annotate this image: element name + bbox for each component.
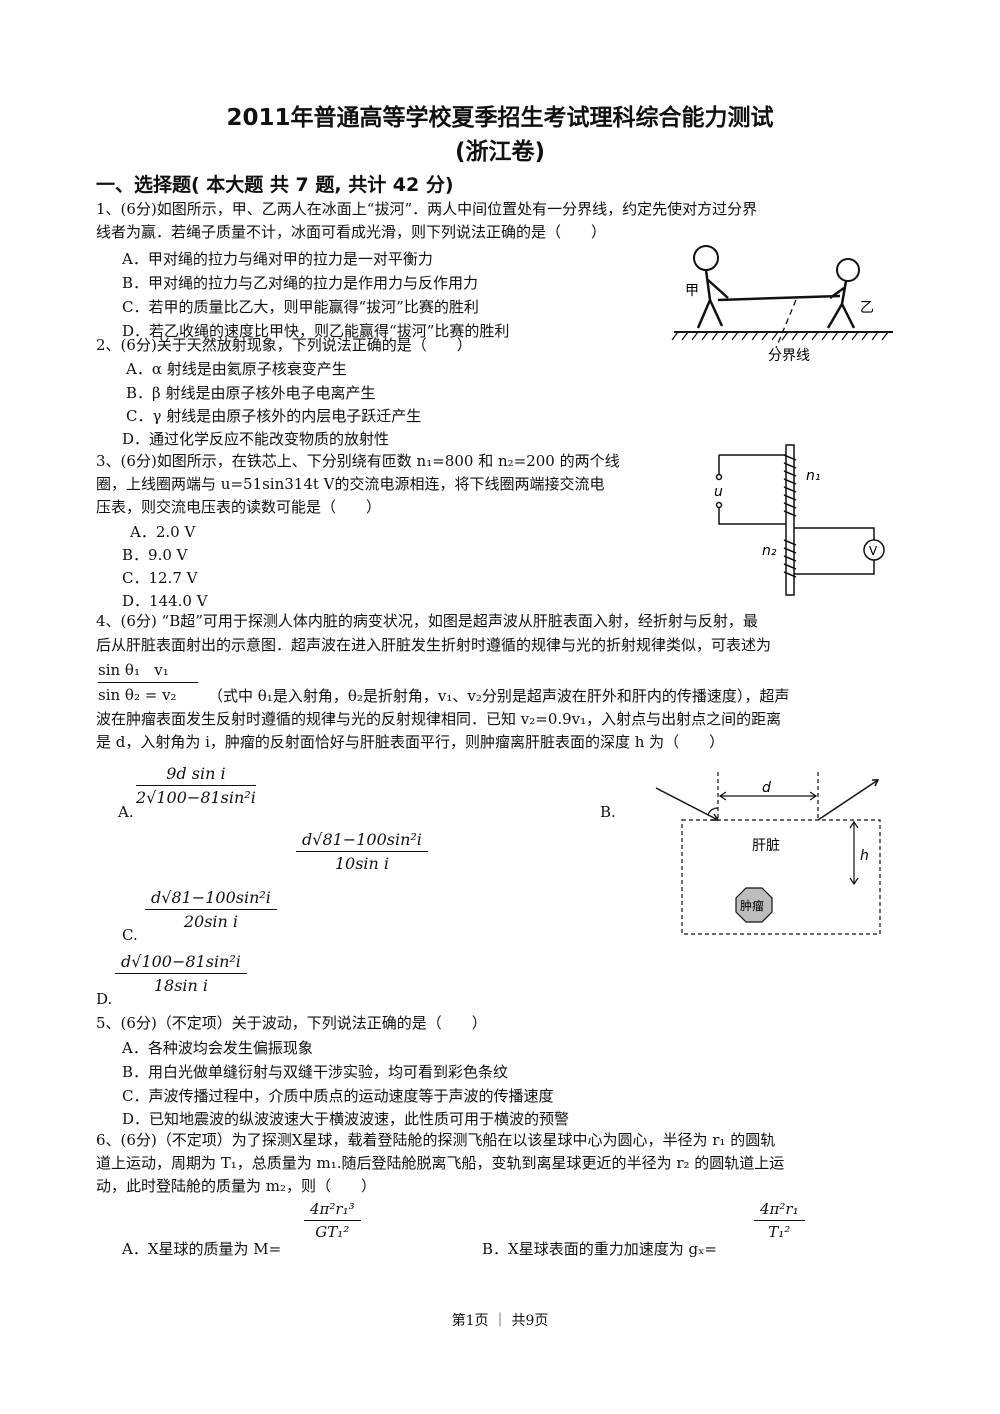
q3-option-d: D．144.0 V <box>122 592 208 610</box>
q1-stem-line1: 1、(6分)如图所示，甲、乙两人在冰面上“拔河”．两人中间位置处有一分界线，约定… <box>96 200 758 218</box>
snell-formula: sin θ₁ v₁ sin θ₂ = v₂ <box>98 658 198 707</box>
section-heading: 一、选择题( 本大题 共 7 题, 共计 42 分) <box>96 174 454 196</box>
label-n1: n₁ <box>806 468 821 484</box>
q6-b-denominator: T₁² <box>768 1223 791 1241</box>
q6-a-numerator: 4π²r₁³ <box>304 1200 361 1221</box>
q3-stem-line1: 3、(6分)如图所示，在铁芯上、下分别绕有匝数 n₁=800 和 n₂=200 … <box>96 452 620 470</box>
q5-option-d: D．已知地震波的纵波波速大于横波波速，此性质可用于横波的预警 <box>122 1110 570 1128</box>
page-subtitle: (浙江卷) <box>454 139 546 165</box>
label-h: h <box>860 848 869 864</box>
q4-stem-line2: 后从肝脏表面射出的示意图．超声波在进入肝脏发生折射时遵循的规律与光的折射规律类似… <box>96 636 772 654</box>
snell-numerator: sin θ₁ v₁ <box>98 658 198 683</box>
snell-denominator: sin θ₂ = v₂ <box>98 686 177 704</box>
q4-option-c-label: C. <box>122 926 138 944</box>
q6-option-b-text: B．X星球表面的重力加速度为 gₓ= <box>482 1240 717 1258</box>
q2-option-d: D．通过化学反应不能改变物质的放射性 <box>122 430 390 448</box>
q6-stem-line3: 动，此时登陆舱的质量为 m₂，则（ ） <box>96 1177 377 1195</box>
option-b-denominator: 10sin i <box>334 854 390 873</box>
q2-option-c: C．γ 射线是由原子核外的内层电子跃迁产生 <box>126 407 422 425</box>
label-tumor: 肿瘤 <box>740 898 764 913</box>
label-d: d <box>762 780 771 796</box>
option-c-numerator: d√81−100sin²i <box>145 888 277 910</box>
q3-option-c: C．12.7 V <box>122 569 198 587</box>
label-dividing-line: 分界线 <box>768 348 810 364</box>
q1-option-c: C．若甲的质量比乙大，则甲能赢得“拔河”比赛的胜利 <box>122 298 479 316</box>
q4-option-a-formula: 9d sin i 2√100−81sin²i <box>136 764 256 807</box>
q4-stem-line1: 4、(6分) “B超”可用于探测人体内脏的病变状况，如图是超声波从肝脏表面入射，… <box>96 612 758 630</box>
q4-option-b-label: B. <box>600 803 616 821</box>
label-liver: 肝脏 <box>752 838 780 854</box>
transformer-circuit-figure: u n₁ n₂ V <box>714 444 885 596</box>
option-a-denominator: 2√100−81sin²i <box>136 788 256 807</box>
option-c-denominator: 20sin i <box>183 912 239 931</box>
q3-option-b: B．9.0 V <box>122 546 188 564</box>
option-a-numerator: 9d sin i <box>136 764 256 786</box>
option-b-numerator: d√81−100sin²i <box>296 830 428 852</box>
q3-stem-line3: 压表，则交流电压表的读数可能是（ ） <box>96 498 382 516</box>
q4-stem-line4: 波在肿瘤表面发生反射时遵循的规律与光的反射规律相同．已知 v₂=0.9v₁，入射… <box>96 710 782 728</box>
label-n2: n₂ <box>762 543 777 559</box>
q6-stem-line1: 6、(6分)（不定项）为了探测X星球，载着登陆舱的探测飞船在以该星球中心为圆心，… <box>96 1131 776 1149</box>
label-jia: 甲 <box>685 283 699 299</box>
q6-b-numerator: 4π²r₁ <box>754 1200 805 1221</box>
q4-stem-line5: 是 d，入射角为 i，肿瘤的反射面恰好与肝脏表面平行，则肿瘤离肝脏表面的深度 h… <box>96 733 725 751</box>
q3-option-a: A．2.0 V <box>130 523 196 541</box>
q3-stem-line2: 圈，上线圈两端与 u=51sin314t V的交流电源相连，将下线圈两端接交流电 <box>96 475 605 493</box>
q4-stem-line3: （式中 θ₁是入射角，θ₂是折射角，v₁、v₂分别是超声波在肝外和肝内的传播速度… <box>208 687 790 705</box>
q2-option-b: B．β 射线是由原子核外电子电离产生 <box>126 384 376 402</box>
q1-stem-line2: 线者为赢．若绳子质量不计，冰面可看成光滑，则下列说法正确的是（ ） <box>96 223 607 241</box>
q6-option-b-formula: 4π²r₁ T₁² <box>754 1200 805 1241</box>
page-footer: 第1页 ｜ 共9页 <box>451 1313 549 1329</box>
tug-of-war-figure: 甲 乙 分界线 <box>671 245 893 364</box>
q1-option-b: B．甲对绳的拉力与乙对绳的拉力是作用力与反作用力 <box>122 274 479 292</box>
q5-option-c: C．声波传播过程中，介质中质点的运动速度等于声波的传播速度 <box>122 1087 554 1105</box>
q6-stem-line2: 道上运动，周期为 T₁，总质量为 m₁.随后登陆舱脱离飞船，变轨到离星球更近的半… <box>96 1154 785 1172</box>
label-voltmeter: V <box>869 544 878 558</box>
ultrasound-liver-figure: d 肝脏 h 肿瘤 <box>655 772 881 935</box>
label-u: u <box>714 484 723 500</box>
q4-option-c-formula: d√81−100sin²i 20sin i <box>145 888 277 931</box>
q5-stem: 5、(6分)（不定项）关于波动，下列说法正确的是（ ） <box>96 1014 487 1032</box>
q6-option-a-text: A．X星球的质量为 M= <box>122 1240 282 1258</box>
q2-stem: 2、(6分)关于天然放射现象，下列说法正确的是（ ） <box>96 336 472 354</box>
option-d-numerator: d√100−81sin²i <box>115 952 247 974</box>
page-title: 2011年普通高等学校夏季招生考试理科综合能力测试 <box>226 105 774 131</box>
q1-option-a: A．甲对绳的拉力与绳对甲的拉力是一对平衡力 <box>122 250 433 268</box>
option-d-denominator: 18sin i <box>153 976 209 995</box>
q4-option-d-formula: d√100−81sin²i 18sin i <box>115 952 247 995</box>
q6-option-a-formula: 4π²r₁³ GT₁² <box>304 1200 361 1241</box>
q4-option-a-label: A. <box>118 803 134 821</box>
q6-a-denominator: GT₁² <box>315 1223 350 1241</box>
q2-option-a: A．α 射线是由氦原子核衰变产生 <box>126 360 347 378</box>
q5-option-b: B．用白光做单缝衍射与双缝干涉实验，均可看到彩色条纹 <box>122 1063 509 1081</box>
q4-option-b-formula: d√81−100sin²i 10sin i <box>296 830 428 873</box>
label-yi: 乙 <box>860 300 874 316</box>
q4-option-d-label: D. <box>96 990 113 1008</box>
q1-option-d: D．若乙收绳的速度比甲快，则乙能赢得“拔河”比赛的胜利 <box>122 322 510 340</box>
q5-option-a: A．各种波均会发生偏振现象 <box>122 1039 313 1057</box>
